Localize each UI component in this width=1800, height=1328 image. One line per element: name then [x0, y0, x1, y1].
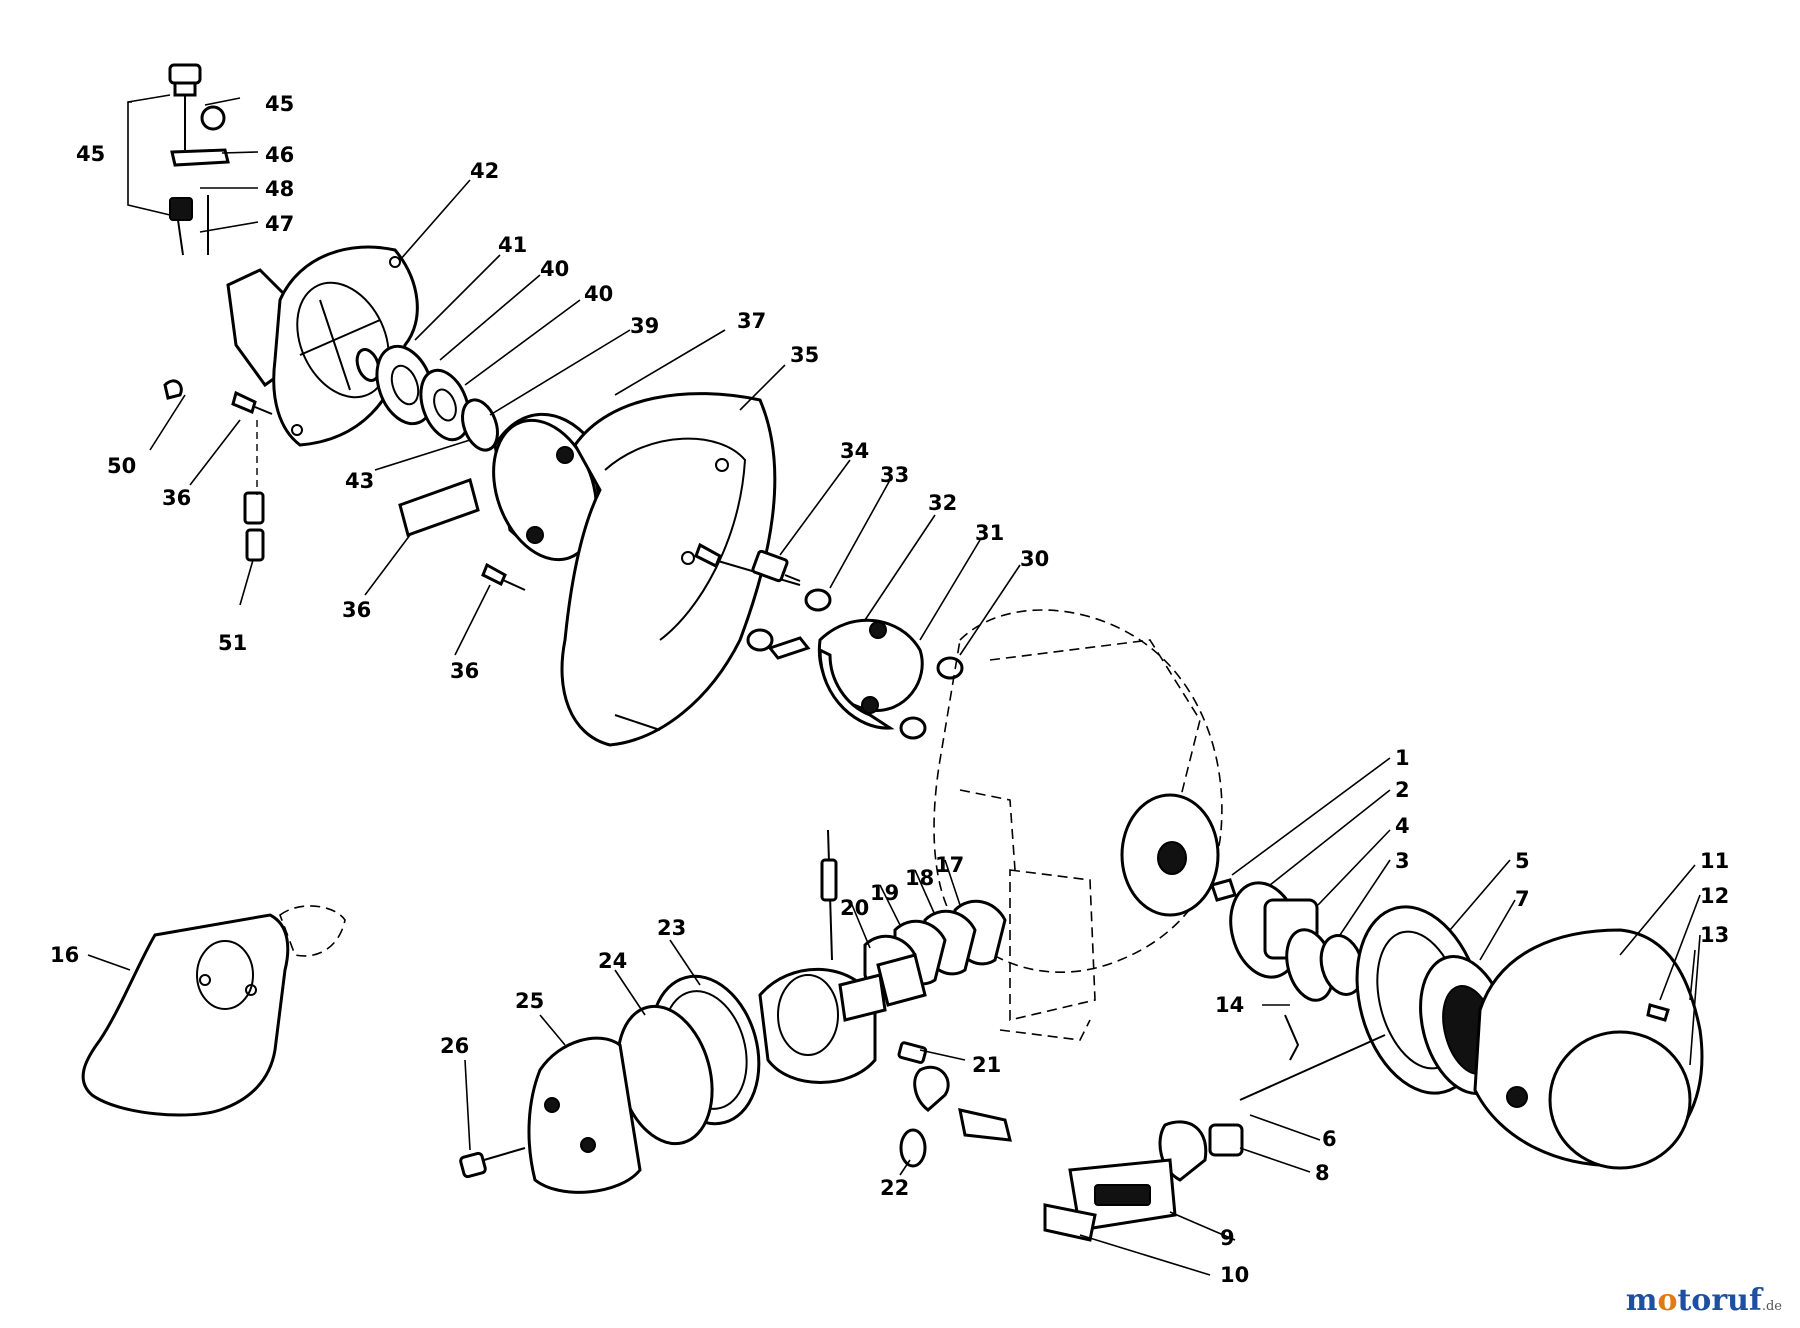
- callout-13: 13: [1700, 923, 1729, 947]
- primer-assembly-shape: [127, 63, 230, 256]
- starter-housing-shape: [1473, 928, 1704, 1170]
- flywheel-shapes: [1210, 878, 1365, 1061]
- leader-lines: [87, 97, 1701, 1276]
- callout-40b: 40: [584, 282, 613, 306]
- callout-40a: 40: [540, 257, 569, 281]
- watermark-suffix: .de: [1761, 1299, 1782, 1314]
- screw-shapes: [163, 379, 801, 591]
- callout-14: 14: [1215, 993, 1244, 1017]
- watermark-part-1: m: [1625, 1283, 1658, 1318]
- callout-5: 5: [1515, 849, 1530, 873]
- starter-reel-shapes: [1355, 905, 1511, 1095]
- callout-1: 1: [1395, 746, 1410, 770]
- callout-21: 21: [972, 1053, 1001, 1077]
- callout-51: 51: [218, 631, 247, 655]
- callout-45: 45: [76, 142, 105, 166]
- callout-11: 11: [1700, 849, 1729, 873]
- callout-36b: 36: [450, 659, 479, 683]
- callout-26: 26: [440, 1034, 469, 1058]
- callout-38: 37: [737, 309, 766, 333]
- callout-4: 4: [1395, 814, 1410, 838]
- callout-31: 31: [975, 521, 1004, 545]
- callout-47: 46: [265, 143, 294, 167]
- guard-cover-shape: [560, 392, 777, 747]
- bearing-stack-shape: [355, 344, 499, 452]
- callout-36a: 36: [162, 486, 191, 510]
- callout-10: 10: [1220, 1263, 1249, 1287]
- callout-46: 45: [265, 92, 294, 116]
- callout-20: 20: [840, 896, 869, 920]
- callout-50: 50: [107, 454, 136, 478]
- clutch-shapes: [746, 549, 964, 740]
- carburetor-shapes: [758, 829, 1012, 1168]
- callout-16: 16: [50, 943, 79, 967]
- intake-stack-shapes: [863, 899, 1007, 1007]
- callout-34: 34: [840, 439, 869, 463]
- callout-35: 35: [790, 343, 819, 367]
- callout-18: 18: [905, 866, 934, 890]
- part-shapes: [81, 63, 1704, 1242]
- filter-shapes: [459, 974, 761, 1194]
- engine-block-ghost: [933, 609, 1223, 1041]
- watermark-logo: motoruf.de: [1626, 1283, 1782, 1318]
- callout-6: 6: [1322, 1127, 1337, 1151]
- callout-49: 48: [265, 177, 294, 201]
- callout-8: 8: [1315, 1161, 1330, 1185]
- fan-housing-shape: [226, 245, 419, 447]
- callout-25: 25: [515, 989, 544, 1013]
- heat-shield-shape: [81, 905, 346, 1117]
- watermark-part-3: toruf: [1677, 1283, 1762, 1318]
- callout-30: 30: [1020, 547, 1049, 571]
- callout-33: 33: [880, 463, 909, 487]
- callout-19: 19: [870, 881, 899, 905]
- rope-handle-shapes: [1043, 1034, 1386, 1242]
- callout-42: 42: [470, 159, 499, 183]
- callout-37: 36: [342, 598, 371, 622]
- watermark-part-2: o: [1657, 1283, 1678, 1318]
- callout-23: 23: [657, 916, 686, 940]
- callout-7: 7: [1515, 887, 1530, 911]
- callout-48: 47: [265, 212, 294, 236]
- callout-41: 41: [498, 233, 527, 257]
- callout-32: 32: [928, 491, 957, 515]
- callout-39: 39: [630, 314, 659, 338]
- callout-12: 12: [1700, 884, 1729, 908]
- callout-labels: 45 45 46 48 47 42 41 40 40 39 37 35 43 5…: [50, 92, 1729, 1287]
- callout-3: 3: [1395, 849, 1410, 873]
- callout-17: 17: [935, 853, 964, 877]
- callout-22: 22: [880, 1176, 909, 1200]
- callout-24: 24: [598, 949, 627, 973]
- callout-9: 9: [1220, 1226, 1235, 1250]
- callout-2: 2: [1395, 778, 1410, 802]
- callout-43: 43: [345, 469, 374, 493]
